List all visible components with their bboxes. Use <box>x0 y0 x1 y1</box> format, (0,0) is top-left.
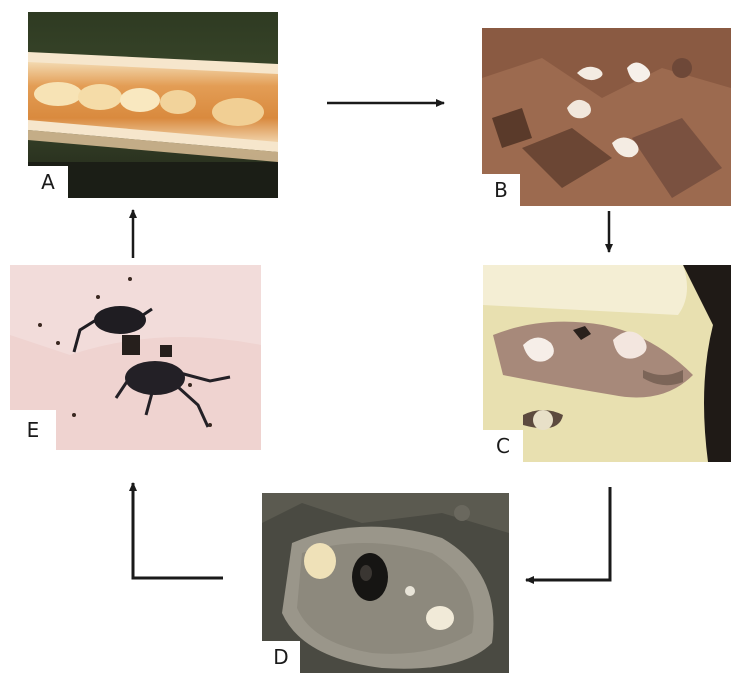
panel-c-label: C <box>483 430 523 462</box>
arrow-d-to-e <box>133 483 223 578</box>
panel-e-label: E <box>10 410 56 450</box>
panel-b-label: B <box>482 174 520 206</box>
arrow-c-to-d <box>526 487 610 580</box>
panel-a-label: A <box>28 166 68 198</box>
panel-d-label: D <box>262 641 300 673</box>
